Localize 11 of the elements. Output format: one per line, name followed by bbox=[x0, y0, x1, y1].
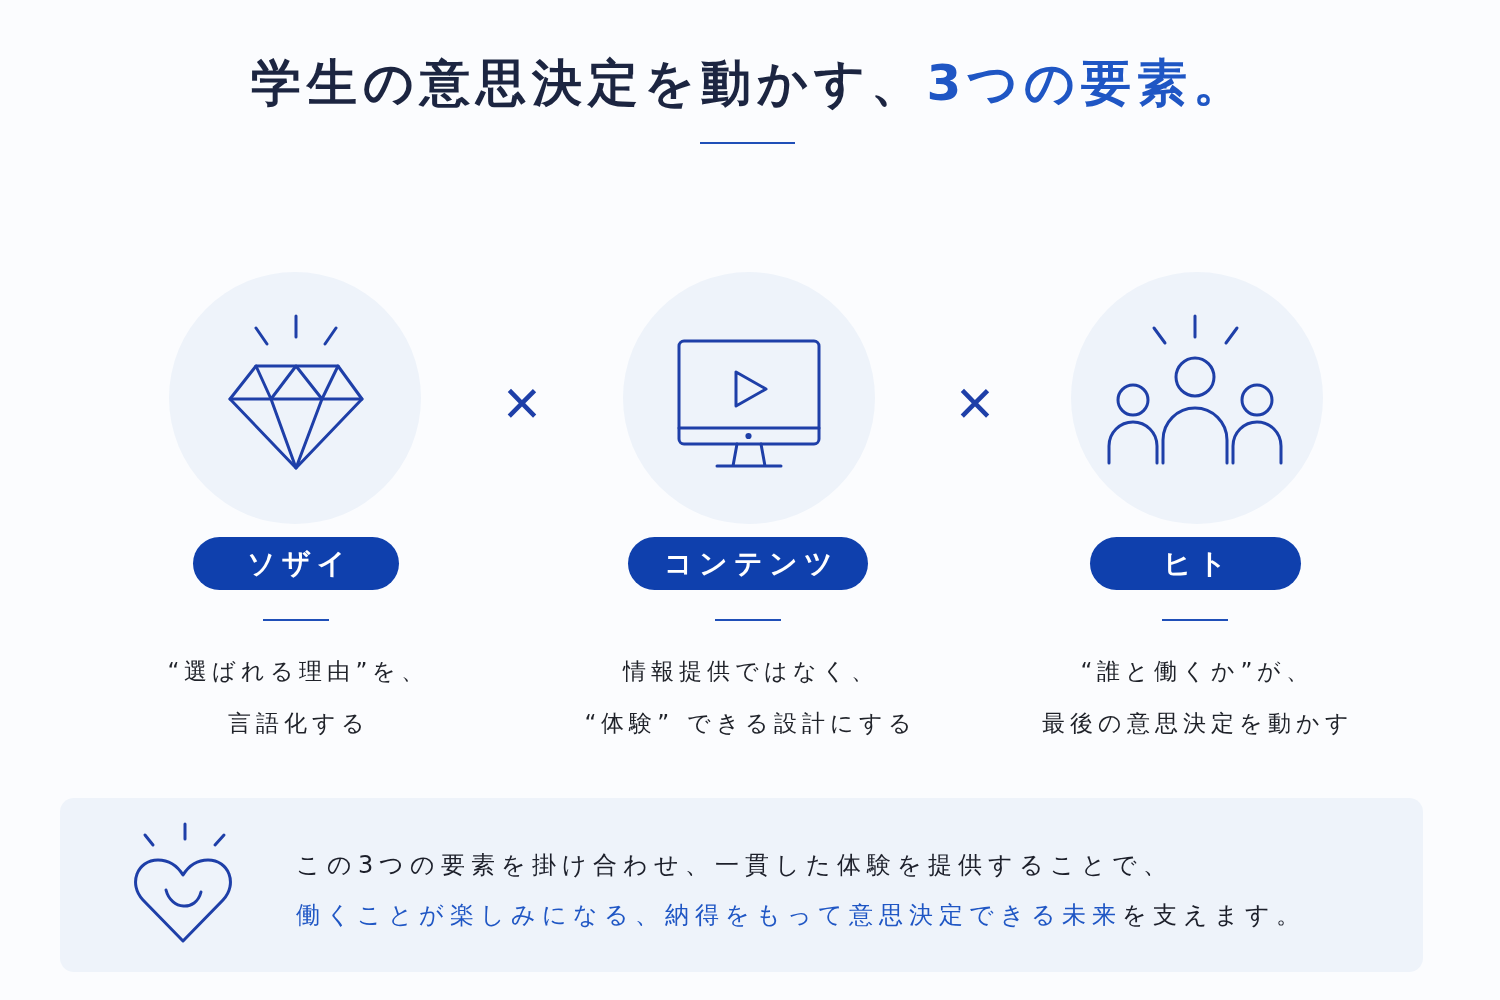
summary-text: この3つの要素を掛け合わせ、一貫した体験を提供することで、働くことが楽しみになる、納得をもって意思決定できる未来を支えます。 bbox=[296, 850, 1306, 931]
category-pill: コンテンツ bbox=[628, 537, 868, 590]
category-pill: ソザイ bbox=[193, 537, 399, 590]
description-text: “誰と働くか”が、最後の意思決定を動かす bbox=[1041, 657, 1354, 738]
multiply-sign: × bbox=[956, 371, 994, 435]
summary-panel bbox=[60, 798, 1423, 972]
multiply-sign: × bbox=[503, 371, 541, 435]
description-text: 情報提供ではなく、“体験” できる設計にする bbox=[584, 657, 917, 738]
category-pill: ヒト bbox=[1089, 537, 1301, 590]
title-text: 学生の意思決定を動かす、3つの要素。 bbox=[250, 53, 1250, 114]
description-text: “選ばれる理由”を、言語化する bbox=[167, 657, 430, 738]
